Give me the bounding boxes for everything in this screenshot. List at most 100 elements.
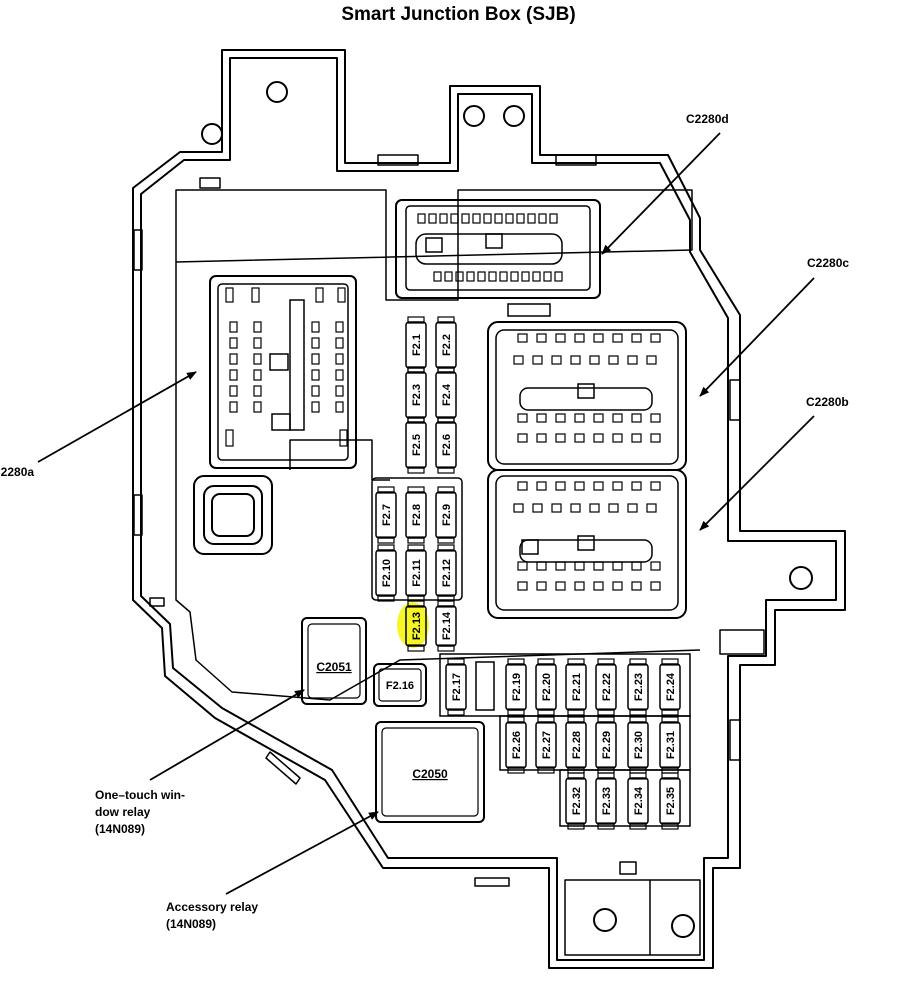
connector-pin xyxy=(627,355,638,365)
connector-pin xyxy=(417,213,426,224)
fuse-label: F2.8 xyxy=(411,504,423,526)
connector-pin xyxy=(251,287,260,303)
fuse-label: F2.32 xyxy=(571,787,583,815)
fuse-label: F2.7 xyxy=(381,504,393,526)
connector-pin xyxy=(536,433,547,443)
connector-pin xyxy=(612,561,623,571)
fuse-label: F2.35 xyxy=(665,787,677,815)
connector-pin xyxy=(472,213,481,224)
connector-pin xyxy=(517,333,528,343)
connector-pin xyxy=(439,213,448,224)
fuse-label: F2.33 xyxy=(601,787,613,815)
connector-pin xyxy=(517,581,528,591)
fuse-label: F2.6 xyxy=(441,434,453,456)
connector-pin xyxy=(612,581,623,591)
connector-pin xyxy=(631,581,642,591)
fuse-f2-26: F2.26 xyxy=(505,716,527,774)
connector-pin xyxy=(612,433,623,443)
connector-pin xyxy=(631,333,642,343)
connector-pin xyxy=(532,503,543,513)
connector-pin xyxy=(574,433,585,443)
relay-f216 xyxy=(373,663,427,707)
label-f216: F2.16 xyxy=(386,680,414,692)
connector-pin xyxy=(532,355,543,365)
connector-pin xyxy=(570,355,581,365)
connector-pin xyxy=(536,481,547,491)
fuse-f2-12: F2.12 xyxy=(435,544,457,602)
connector-pin xyxy=(517,561,528,571)
connector-pin xyxy=(335,353,344,365)
connector-pin xyxy=(574,581,585,591)
connector-pin xyxy=(574,333,585,343)
connector-pin xyxy=(631,413,642,423)
fuse-label: F2.13 xyxy=(411,612,423,640)
connector-pin xyxy=(517,413,528,423)
connector-pin xyxy=(335,385,344,397)
arrow-accessory xyxy=(225,811,379,895)
connector-pin xyxy=(646,503,657,513)
leader-arrows xyxy=(37,132,815,895)
relay-c2050 xyxy=(375,721,485,823)
connector-pin xyxy=(513,503,524,513)
fuse-label: F2.10 xyxy=(381,559,393,587)
fuse-f2-7: F2.7 xyxy=(375,486,397,544)
fuse-label: F2.5 xyxy=(411,434,423,456)
connector-pin xyxy=(631,433,642,443)
connector-pin xyxy=(589,355,600,365)
connector-pin xyxy=(555,333,566,343)
connector-pin xyxy=(646,355,657,365)
connector-pin xyxy=(444,271,453,282)
connector-pin xyxy=(516,213,525,224)
connector-pin xyxy=(450,213,459,224)
connector-pin xyxy=(612,481,623,491)
connector-pin xyxy=(608,355,619,365)
label-c2280c: C2280c xyxy=(807,256,849,270)
connector-pin xyxy=(536,333,547,343)
connector-pin xyxy=(311,337,320,349)
fuse-label: F2.14 xyxy=(441,611,453,640)
connector-pin xyxy=(650,561,661,571)
connector-pin xyxy=(555,481,566,491)
fuse-f2-8: F2.8 xyxy=(405,486,427,544)
connector-pin xyxy=(549,213,558,224)
fuse-f2-29: F2.29 xyxy=(595,716,617,774)
fuse-f2-32: F2.32 xyxy=(565,772,587,830)
fuse-label: F2.26 xyxy=(511,731,523,759)
fuse-label: F2.12 xyxy=(441,559,453,587)
fuse-f2-6: F2.6 xyxy=(435,416,457,474)
connector-pin xyxy=(593,433,604,443)
mounting-holes xyxy=(201,81,813,938)
connector-pin xyxy=(608,503,619,513)
connector-pin xyxy=(335,369,344,381)
connector-pin xyxy=(505,213,514,224)
relay-c2051 xyxy=(301,617,367,705)
fuse-f2-1: F2.1 xyxy=(405,316,427,374)
connector-c2280b-body xyxy=(487,469,687,619)
fuse-f2-31: F2.31 xyxy=(659,716,681,774)
connector-pin xyxy=(229,321,238,333)
connector-pin xyxy=(574,481,585,491)
fuse-label: F2.23 xyxy=(633,673,645,701)
connector-pin xyxy=(551,503,562,513)
fuse-label: F2.3 xyxy=(411,384,423,406)
fuse-f2-34: F2.34 xyxy=(627,772,649,830)
fuse-label: F2.22 xyxy=(601,673,613,701)
diagram-title: Smart Junction Box (SJB) xyxy=(341,4,576,25)
fuse-label: F2.30 xyxy=(633,731,645,759)
connector-pin xyxy=(593,481,604,491)
fuse-label: F2.2 xyxy=(441,334,453,356)
connector-pin xyxy=(650,333,661,343)
fuse-f2-4: F2.4 xyxy=(435,366,457,424)
fuse-f2-24: F2.24 xyxy=(659,658,681,716)
connector-pin xyxy=(650,413,661,423)
connector-pin xyxy=(551,355,562,365)
connector-pin xyxy=(311,321,320,333)
fuse-label: F2.27 xyxy=(541,731,553,759)
fuse-f2-2: F2.2 xyxy=(435,316,457,374)
label-c2280b: C2280b xyxy=(806,395,849,409)
fuse-f2-22: F2.22 xyxy=(595,658,617,716)
fuse-label: F2.34 xyxy=(633,786,645,815)
arrow-c2280b xyxy=(699,415,815,531)
connector-pin xyxy=(536,561,547,571)
